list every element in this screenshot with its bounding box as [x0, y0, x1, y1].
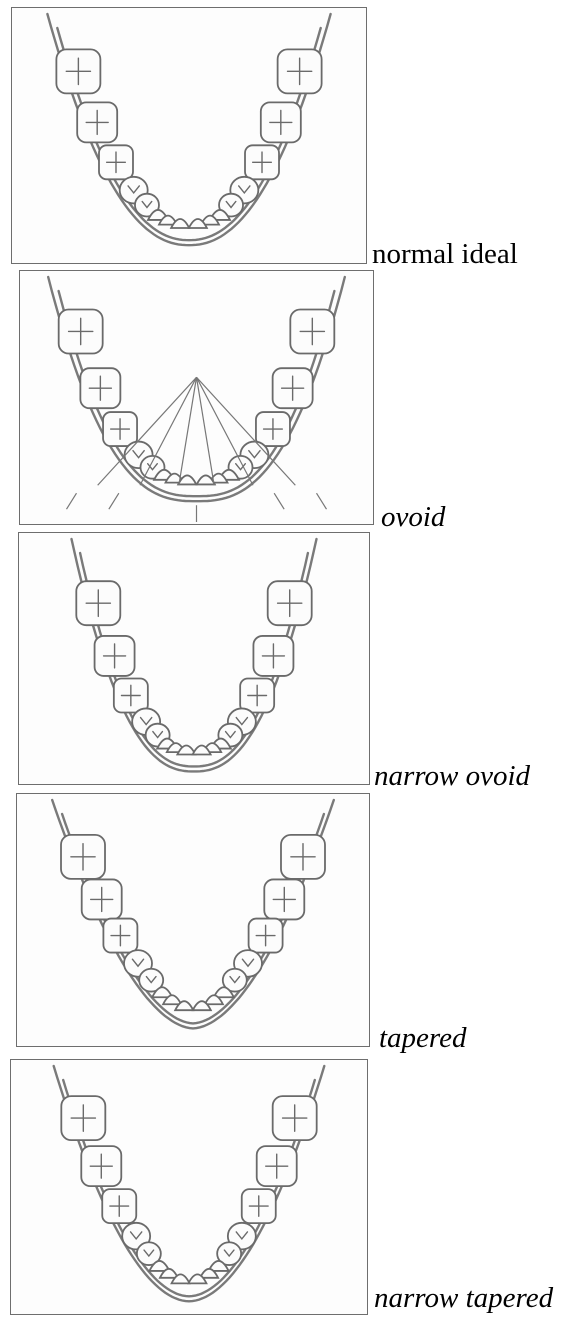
molar-tooth	[80, 368, 120, 408]
dental-arch-ovoid	[20, 271, 373, 524]
arch-figure-tapered	[16, 793, 370, 1047]
dental-arch-normal-ideal	[12, 8, 366, 263]
arch-figure-normal-ideal	[11, 7, 367, 264]
caption-narrow-tapered: narrow tapered	[374, 1284, 553, 1313]
arch-figure-narrow-tapered	[10, 1059, 368, 1315]
molar-tooth	[261, 102, 301, 142]
molar-tooth	[256, 412, 290, 446]
molar-tooth	[281, 835, 325, 879]
molar-tooth	[81, 1146, 121, 1186]
molar-tooth	[82, 879, 122, 919]
molar-tooth	[257, 1146, 297, 1186]
molar-tooth	[273, 368, 313, 408]
molar-tooth	[268, 581, 312, 625]
dental-arch-tapered	[17, 794, 369, 1046]
molar-tooth	[278, 49, 322, 93]
molar-tooth	[59, 309, 103, 353]
molar-tooth	[103, 919, 137, 953]
molar-tooth	[102, 1189, 136, 1223]
molar-tooth	[95, 636, 135, 676]
molar-tooth	[253, 636, 293, 676]
caption-narrow-ovoid: narrow ovoid	[374, 762, 530, 791]
molar-tooth	[99, 145, 133, 179]
molar-tooth	[240, 678, 274, 712]
dental-arch-narrow-ovoid	[19, 533, 369, 784]
molar-tooth	[245, 145, 279, 179]
molar-tooth	[249, 919, 283, 953]
arch-figure-narrow-ovoid	[18, 532, 370, 785]
molar-tooth	[77, 102, 117, 142]
molar-tooth	[61, 1096, 105, 1140]
arch-figure-ovoid	[19, 270, 374, 525]
molar-tooth	[114, 678, 148, 712]
molar-tooth	[76, 581, 120, 625]
caption-ovoid: ovoid	[381, 503, 445, 532]
molar-tooth	[290, 309, 334, 353]
molar-tooth	[103, 412, 137, 446]
caption-normal-ideal: normal ideal	[372, 240, 518, 269]
molar-tooth	[61, 835, 105, 879]
molar-tooth	[56, 49, 100, 93]
caption-tapered: tapered	[379, 1024, 467, 1053]
dental-arch-narrow-tapered	[11, 1060, 367, 1314]
molar-tooth	[242, 1189, 276, 1223]
molar-tooth	[273, 1096, 317, 1140]
molar-tooth	[264, 879, 304, 919]
